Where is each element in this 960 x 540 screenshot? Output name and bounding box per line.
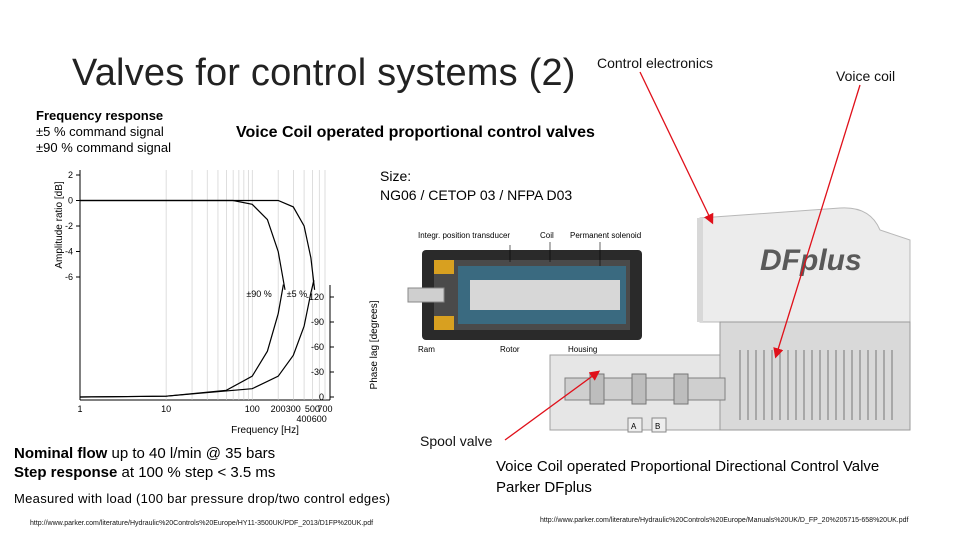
x-tick-label-lower: 600: [312, 414, 327, 424]
description-line-1: Voice Coil operated Proportional Directi…: [496, 458, 880, 475]
control-electronics-arrow: [639, 71, 714, 225]
y-left-axis-label: Amplitude ratio [dB]: [54, 181, 65, 268]
chart-curves: [79, 199, 316, 398]
legend-line-90: ±90 % command signal: [36, 140, 172, 155]
amplitude-curve-5: [80, 199, 316, 290]
size-value: NG06 / CETOP 03 / NFPA D03: [380, 187, 573, 203]
port-a-label: A: [631, 422, 637, 431]
x-tick-label: 1: [77, 404, 82, 414]
y-left-tick-label: 2: [68, 170, 73, 180]
svg-text:Ram: Ram: [418, 345, 435, 354]
motor-cross-section: Integr. position transducer Coil Permane…: [407, 231, 642, 354]
svg-text:Integr. position transducer: Integr. position transducer: [418, 231, 510, 240]
slide-title: Valves for control systems (2): [72, 52, 576, 94]
y-left-tick-label: -4: [65, 247, 73, 257]
x-tick-label: 500: [305, 404, 320, 414]
x-tick-label: 10: [161, 404, 171, 414]
series-label: ±90 %: [246, 289, 271, 299]
measured-note: Measured with load (100 bar pressure dro…: [14, 491, 391, 506]
x-tick-label: 700: [317, 404, 332, 414]
x-tick-label: 300: [286, 404, 301, 414]
y-right-tick-label: 0: [319, 392, 324, 402]
spool-valve-label: Spool valve: [420, 433, 493, 449]
y-right-tick-label: -90: [311, 317, 324, 327]
spool-valve-arrow: [504, 370, 601, 441]
subtitle: Voice Coil operated proportional control…: [236, 124, 595, 141]
valve-illustration: DFplus A B Integr. position transducer C…: [407, 207, 911, 433]
svg-text:Rotor: Rotor: [500, 345, 520, 354]
svg-text:Coil: Coil: [540, 231, 554, 240]
x-tick-label-lower: 400: [297, 414, 312, 424]
y-left-tick-label: -2: [65, 221, 73, 231]
y-right-tick-label: -30: [311, 367, 324, 377]
control-electronics-label: Control electronics: [597, 55, 713, 71]
y-right-axis-label: Phase lag [degrees]: [369, 300, 380, 389]
x-axis-label: Frequency [Hz]: [231, 425, 299, 436]
step-response: Step response at 100 % step < 3.5 ms: [14, 464, 276, 481]
voice-coil-arrow: [773, 84, 861, 359]
size-heading: Size:: [380, 168, 412, 184]
brand-logo: DFplus: [760, 244, 862, 277]
chart-legend: Frequency response ±5 % command signal ±…: [36, 108, 171, 156]
y-left-tick-label: 0: [68, 196, 73, 206]
svg-text:Housing: Housing: [568, 345, 597, 354]
valve-description: Voice Coil operated Proportional Directi…: [496, 456, 879, 498]
y-right-tick-label: -60: [311, 342, 324, 352]
coil-windings: [739, 350, 893, 420]
source-link-right[interactable]: http://www.parker.com/literature/Hydraul…: [540, 517, 909, 524]
nominal-flow: Nominal flow up to 40 l/min @ 35 bars: [14, 445, 276, 462]
chart-grid: [76, 170, 334, 401]
description-line-2: Parker DFplus: [496, 479, 592, 496]
legend-heading: Frequency response: [36, 108, 164, 123]
x-tick-label: 200: [271, 404, 286, 414]
series-label: ±5 %: [287, 289, 307, 299]
phase-curve-5: [79, 280, 315, 398]
source-link-left[interactable]: http://www.parker.com/literature/Hydraul…: [30, 520, 374, 527]
electronics-housing: [699, 207, 911, 323]
voice-coil-label: Voice coil: [836, 68, 896, 84]
svg-text:Permanent solenoid: Permanent solenoid: [570, 231, 641, 240]
x-tick-label: 100: [245, 404, 260, 414]
size-block: Size: NG06 / CETOP 03 / NFPA D03: [380, 167, 572, 205]
specs-block: Nominal flow up to 40 l/min @ 35 bars St…: [14, 444, 275, 482]
port-b-label: B: [655, 422, 660, 431]
y-right-tick-label: -120: [306, 292, 324, 302]
y-left-tick-label: -6: [65, 272, 73, 282]
legend-line-5: ±5 % command signal: [36, 124, 164, 139]
